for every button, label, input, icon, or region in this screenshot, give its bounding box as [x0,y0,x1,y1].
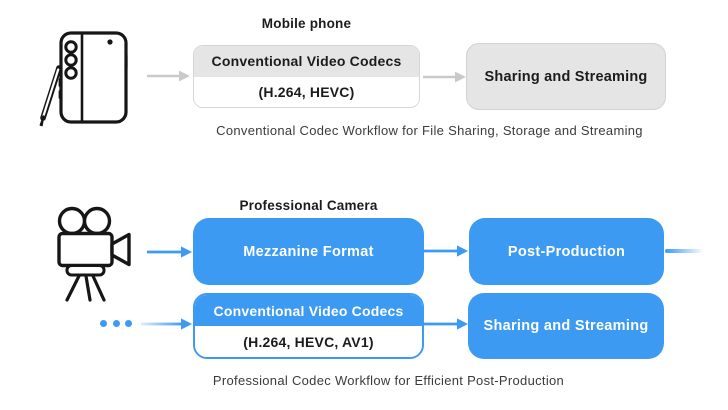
codec-box-top-formats: (H.264, HEVC) [194,76,419,107]
mobile-workflow-section: Mobile phone [0,0,728,160]
conventional-codecs-box-top: Conventional Video Codecs (H.264, HEVC) [193,45,420,108]
mezzanine-to-post-arrow-icon [423,244,469,263]
mezzanine-format-box: Mezzanine Format [193,218,424,285]
post-production-output-fade-line [665,249,706,253]
codec-box-bottom-header: Conventional Video Codecs [195,295,422,326]
professional-camera-title: Professional Camera [239,198,378,213]
video-camera-icon [54,203,134,308]
professional-workflow-section: Professional Camera Mezzanine Format [0,160,728,410]
mobile-workflow-caption: Conventional Codec Workflow for File Sha… [216,123,643,138]
phone-to-codecs-arrow-icon [147,69,191,88]
conventional-codecs-box-bottom: Conventional Video Codecs (H.264, HEVC, … [193,293,424,359]
professional-workflow-caption: Professional Codec Workflow for Efficien… [212,373,565,388]
codec-box-top-header: Conventional Video Codecs [194,46,419,77]
sharing-streaming-box-top: Sharing and Streaming [466,43,666,110]
mobile-phone-icon [34,26,136,135]
camera-to-mezzanine-arrow-icon [147,245,193,264]
codecs-to-sharing-arrow-icon [423,70,467,89]
ellipsis-dots-icon [100,320,132,327]
codecs-to-sharing-blue-arrow-icon [423,317,469,336]
mobile-phone-title: Mobile phone [261,16,352,31]
sharing-streaming-box-bottom: Sharing and Streaming [468,293,664,359]
post-production-box: Post-Production [469,218,664,285]
codec-box-bottom-formats: (H.264, HEVC, AV1) [195,326,422,357]
dots-to-codecs-arrow-icon [141,317,193,336]
